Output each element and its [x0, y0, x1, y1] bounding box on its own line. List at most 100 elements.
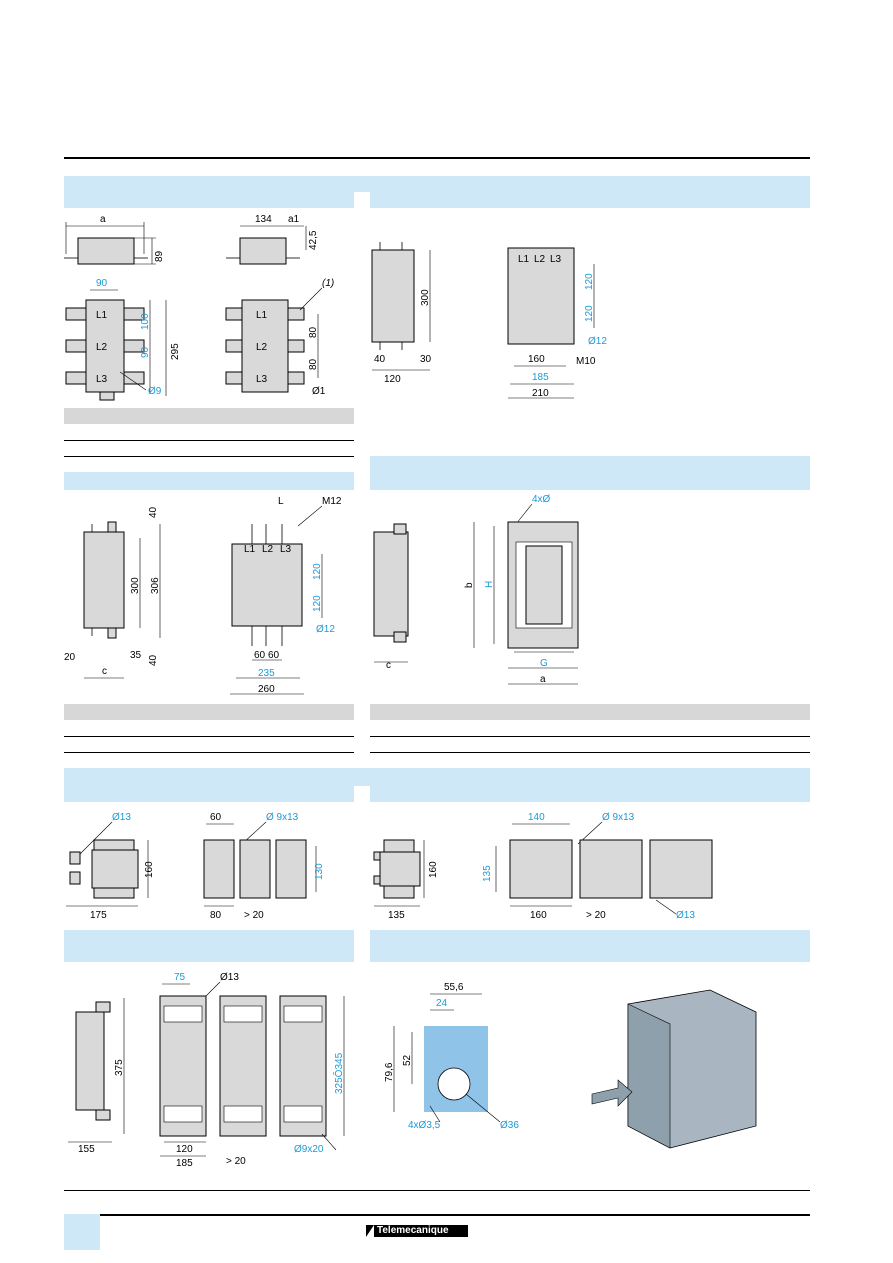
dim-325-345: 325Ô345: [332, 1052, 345, 1094]
dim-a: a: [540, 674, 546, 685]
dim-c: c: [102, 666, 107, 677]
dim-160: 160: [528, 354, 545, 365]
table-line: [64, 752, 354, 753]
band-row3-notch: [354, 768, 370, 786]
dim-o12: Ø12: [316, 624, 335, 635]
dim-40-top: 40: [148, 506, 159, 518]
phase-l2: L2: [262, 544, 274, 555]
phase-l3: L3: [96, 374, 108, 385]
table-line: [370, 736, 810, 737]
dim-160-bottom: 160: [530, 910, 547, 921]
dim-80-b: 80: [308, 358, 319, 370]
band-row3-right: [370, 768, 810, 802]
dim-m10: M10: [576, 356, 596, 367]
dim-175: 175: [90, 910, 107, 921]
band-row3-left: [64, 768, 354, 802]
dim-o9x13: Ø 9x13: [266, 812, 299, 823]
drawing-row3-left: Ø13 160 175 60 Ø 9x13 130 80 > 20: [66, 812, 325, 921]
dim-gt20: > 20: [226, 1156, 246, 1167]
dim-140: 140: [528, 812, 545, 823]
dim-89: 89: [154, 250, 165, 262]
dim-o9x13: Ø 9x13: [602, 812, 635, 823]
phase-l3-b: L3: [256, 374, 268, 385]
drawing-top-right: 300 40 30 120 L1 L2 L3 120 120 Ø12 160 M…: [371, 242, 607, 399]
dim-l: L: [278, 496, 284, 507]
dim-120-b: 120: [312, 595, 323, 612]
brand-name: Telemecanique: [377, 1225, 449, 1236]
dim-o36: Ø36: [500, 1120, 519, 1131]
dim-210: 210: [532, 388, 549, 399]
callout-1: (1): [322, 278, 334, 289]
dim-a: a: [100, 214, 106, 225]
drawing-top-left: a 89 134 a1 42,5 L1 L2 L3 90 100 90 295 …: [64, 214, 334, 401]
dim-g: G: [540, 658, 548, 669]
dim-55-6: 55,6: [444, 982, 464, 993]
table-line: [64, 736, 354, 737]
dim-75: 75: [174, 972, 186, 983]
dim-gt20: > 20: [586, 910, 606, 921]
dim-30: 30: [420, 354, 432, 365]
top-rule: [64, 157, 810, 159]
dim-235: 235: [258, 668, 275, 679]
bottom-thin-rule: [64, 1190, 810, 1191]
dim-20: 20: [64, 652, 76, 663]
dim-o12: Ø12: [588, 336, 607, 347]
dim-375: 375: [114, 1059, 125, 1076]
dim-o13: Ø13: [112, 812, 131, 823]
cutout-hole: [437, 1067, 471, 1101]
band-row4-right: [370, 930, 810, 962]
band-top-left: [64, 176, 354, 208]
dim-o1: Ø1: [312, 386, 326, 397]
dim-42-5: 42,5: [308, 230, 319, 250]
drawing-bottom-left: 375 155 75 Ø13 325Ô345 120 185 > 20 Ø9x2…: [68, 972, 345, 1169]
dim-300: 300: [130, 577, 141, 594]
dim-o9x20: Ø9x20: [294, 1144, 324, 1155]
dim-306: 306: [150, 577, 161, 594]
arrow-icon: [591, 1079, 633, 1107]
dim-m12: M12: [322, 496, 342, 507]
phase-l3: L3: [550, 254, 562, 265]
dim-24: 24: [436, 998, 448, 1009]
dim-b: b: [464, 582, 475, 588]
phase-l1: L1: [96, 310, 108, 321]
dim-295: 295: [170, 343, 181, 360]
dim-90-side: 90: [140, 346, 151, 358]
dim-35: 35: [130, 650, 142, 661]
phase-l3: L3: [280, 544, 292, 555]
table-line: [64, 440, 354, 441]
dim-60-a: 60: [254, 650, 266, 661]
dim-130: 130: [314, 863, 325, 880]
band-top-notch: [354, 176, 370, 192]
dim-40: 40: [374, 354, 386, 365]
dim-52: 52: [402, 1054, 413, 1066]
drawing-mid-right: c 4xØ b H G a: [373, 494, 579, 685]
band-top-right: [370, 176, 810, 208]
dim-135-bottom: 135: [388, 910, 405, 921]
table-header-tl: [64, 408, 354, 424]
band-mid-right: [370, 456, 810, 490]
dim-60: 60: [210, 812, 222, 823]
dim-155: 155: [78, 1144, 95, 1155]
dim-120: 120: [176, 1144, 193, 1155]
dim-79-6: 79,6: [384, 1062, 395, 1082]
dim-4xo: 4xØ: [532, 494, 551, 505]
dim-40-bottom: 40: [148, 654, 159, 666]
dim-a1: a1: [288, 214, 300, 225]
phase-l1-b: L1: [256, 310, 268, 321]
dim-135: 135: [482, 865, 493, 882]
dim-c: c: [386, 660, 391, 671]
drawing-mid-left: 40 300 306 20 35 40 c L M12 L1 L2 L3 120…: [64, 496, 342, 695]
phase-l1: L1: [518, 254, 530, 265]
dim-120-b: 120: [584, 305, 595, 322]
dim-90-top: 90: [96, 278, 108, 289]
dim-160: 160: [144, 861, 155, 878]
dim-80-a: 80: [308, 326, 319, 338]
band-mid-left: [64, 472, 354, 490]
footer-rule: [64, 1214, 810, 1216]
dim-120: 120: [384, 374, 401, 385]
table-line: [64, 456, 354, 457]
dim-4xo3-5: 4xØ3,5: [408, 1120, 441, 1131]
dim-60-b: 60: [268, 650, 280, 661]
band-row4-left: [64, 930, 354, 962]
dim-260: 260: [258, 684, 275, 695]
